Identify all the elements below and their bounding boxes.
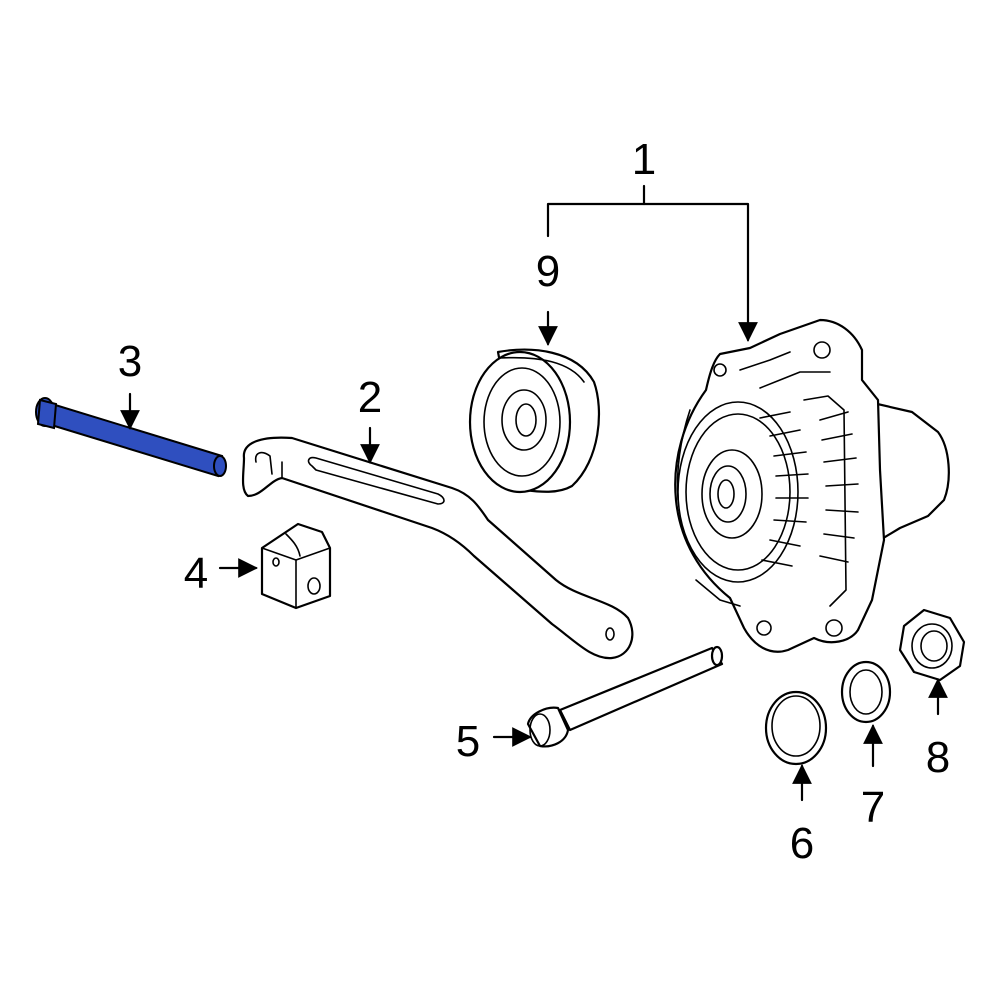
part-4-spacer[interactable] [260, 522, 332, 610]
part-5-pivot-bolt[interactable] [526, 645, 724, 748]
part-3-bolt[interactable] [35, 397, 227, 478]
part-6-washer[interactable] [764, 690, 828, 766]
callout-1: 1 [632, 135, 656, 184]
part-7-lock-washer[interactable] [840, 660, 892, 724]
callout-3: 3 [118, 337, 142, 386]
leader-lines [120, 184, 948, 802]
callout-4: 4 [184, 549, 208, 598]
callout-2: 2 [358, 373, 382, 422]
part-2-bracket[interactable] [241, 436, 634, 660]
part-1-alternator[interactable] [674, 318, 950, 653]
callout-7: 7 [861, 783, 885, 832]
callout-8: 8 [926, 733, 950, 782]
callout-6: 6 [790, 819, 814, 868]
callout-5: 5 [456, 717, 480, 766]
part-9-pulley[interactable] [468, 348, 600, 494]
callout-9: 9 [536, 247, 560, 296]
part-8-nut[interactable] [898, 608, 966, 682]
